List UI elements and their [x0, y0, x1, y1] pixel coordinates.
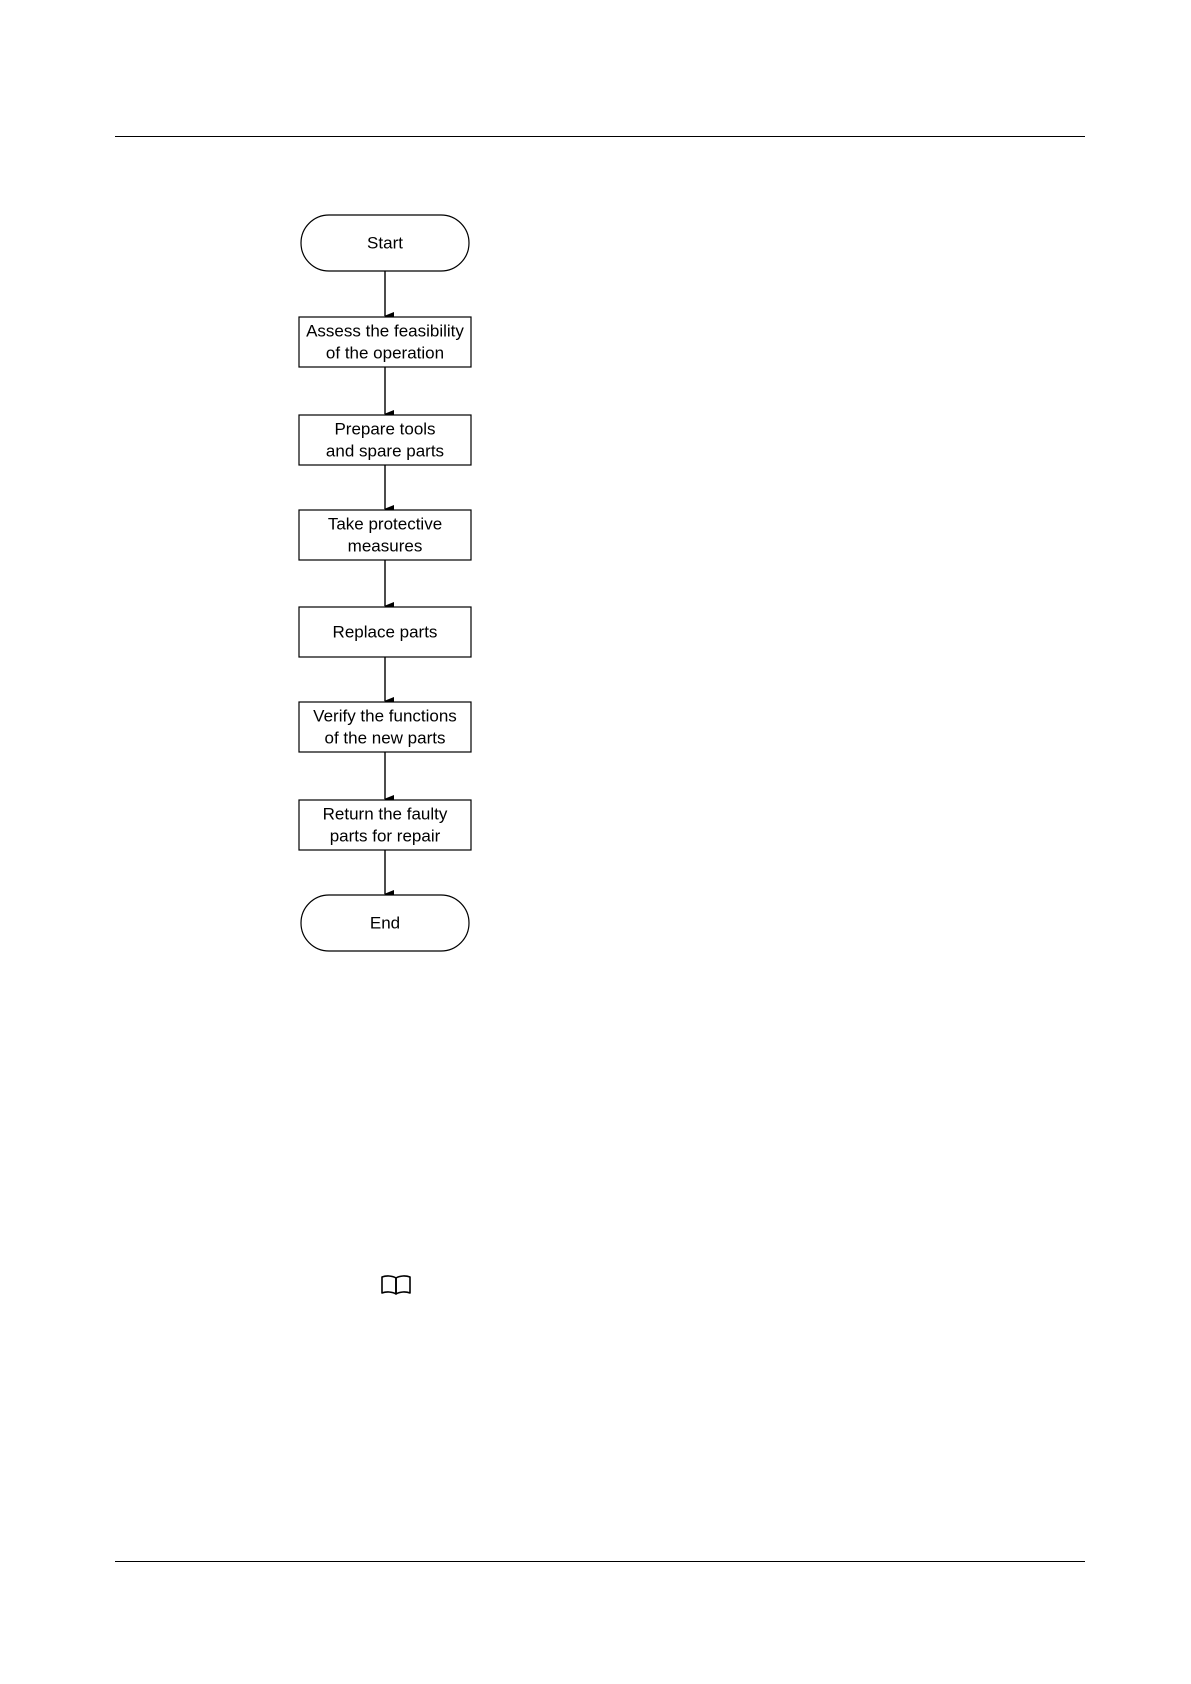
step-assess-feasibility-label-line-1: Assess the feasibility: [306, 322, 464, 341]
end-terminal-label-line-1: End: [370, 914, 400, 933]
step-verify-functions-label-line-1: Verify the functions: [313, 707, 457, 726]
step-return-faulty-parts-label-line-1: Return the faulty: [323, 805, 448, 824]
step-prepare-tools-label-line-1: Prepare tools: [334, 420, 435, 439]
step-prepare-tools: Prepare tools and spare parts: [299, 415, 471, 465]
step-assess-feasibility-label-line-2: of the operation: [326, 344, 444, 363]
step-protective-measures: Take protective measures: [299, 510, 471, 560]
step-protective-measures-label-line-2: measures: [348, 537, 423, 556]
step-verify-functions-label-line-2: of the new parts: [325, 729, 446, 748]
start-terminal-label-line-1: Start: [367, 234, 403, 253]
step-return-faulty-parts: Return the faulty parts for repair: [299, 800, 471, 850]
step-replace-parts-label-line-1: Replace parts: [333, 623, 438, 642]
step-replace-parts: Replace parts: [299, 607, 471, 657]
book-icon: [380, 1274, 412, 1296]
step-protective-measures-label-line-1: Take protective: [328, 515, 442, 534]
step-verify-functions: Verify the functions of the new parts: [299, 702, 471, 752]
step-prepare-tools-label-line-2: and spare parts: [326, 442, 444, 461]
step-assess-feasibility: Assess the feasibility of the operation: [299, 317, 471, 367]
step-return-faulty-parts-label-line-2: parts for repair: [330, 827, 441, 846]
start-terminal: Start: [301, 215, 469, 271]
end-terminal: End: [301, 895, 469, 951]
